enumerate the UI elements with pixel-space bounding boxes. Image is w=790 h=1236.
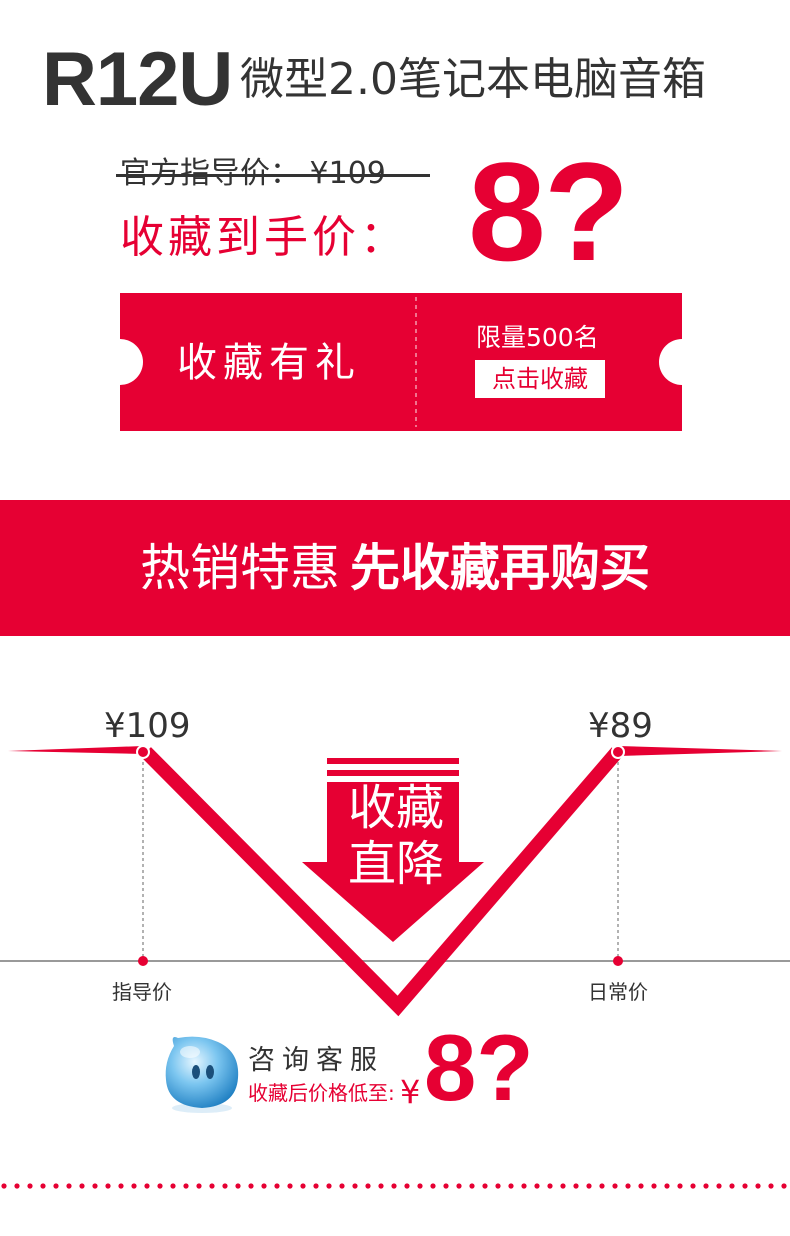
guide-price: 官方指导价： ¥109 <box>120 156 386 191</box>
divider-dot <box>573 1183 579 1189</box>
divider-dot <box>703 1183 709 1189</box>
divider-dot <box>92 1183 98 1189</box>
divider-dot <box>638 1183 644 1189</box>
chart-point-label-guide: ¥109 <box>104 706 191 746</box>
consult-subtitle: 收藏后价格低至: <box>248 1081 395 1105</box>
chart-axis-point-right <box>613 956 623 966</box>
divider-dot <box>625 1183 631 1189</box>
divider-dot <box>742 1183 748 1189</box>
divider-dot <box>560 1183 566 1189</box>
banner-text-bold: 先收藏再购买 <box>350 539 650 597</box>
consult-title[interactable]: 咨询客服 <box>248 1045 384 1076</box>
arrow-bar-1 <box>327 758 459 764</box>
divider-dot <box>586 1183 592 1189</box>
divider-dot <box>768 1183 774 1189</box>
divider-dot <box>651 1183 657 1189</box>
divider-dot <box>300 1183 306 1189</box>
divider-dot <box>677 1183 683 1189</box>
divider-dot <box>495 1183 501 1189</box>
divider-dot <box>196 1183 202 1189</box>
down-arrow <box>302 782 484 942</box>
divider-dot <box>404 1183 410 1189</box>
divider-dot <box>469 1183 475 1189</box>
divider-dot <box>27 1183 33 1189</box>
coupon-title: 收藏有礼 <box>177 340 361 386</box>
divider-dot <box>690 1183 696 1189</box>
divider-dot <box>79 1183 85 1189</box>
promo-banner: 热销特惠先收藏再购买 <box>0 500 790 636</box>
divider-dot <box>274 1183 280 1189</box>
divider-dot <box>287 1183 293 1189</box>
divider-dot <box>391 1183 397 1189</box>
divider-dot <box>40 1183 46 1189</box>
divider-dot <box>66 1183 72 1189</box>
arrow-text: 收藏 直降 <box>338 780 454 892</box>
chart-axis-label-guide: 指导价 <box>112 980 172 1004</box>
divider-dot <box>326 1183 332 1189</box>
divider-dot <box>14 1183 20 1189</box>
divider-dot <box>482 1183 488 1189</box>
divider-dot <box>235 1183 241 1189</box>
divider-dot <box>183 1183 189 1189</box>
divider-dot <box>417 1183 423 1189</box>
strikethrough-line <box>116 174 430 177</box>
divider-dot <box>729 1183 735 1189</box>
qq-penguin-icon[interactable] <box>160 1028 244 1114</box>
divider-dot <box>781 1183 787 1189</box>
divider-dot <box>365 1183 371 1189</box>
divider-dot <box>443 1183 449 1189</box>
divider-dot <box>378 1183 384 1189</box>
divider-dot <box>352 1183 358 1189</box>
chart-axis-point-left <box>138 956 148 966</box>
collect-price-label: 收藏到手价： <box>120 212 408 263</box>
banner-text: 热销特惠先收藏再购买 <box>0 500 790 636</box>
chart-axis-label-daily: 日常价 <box>588 980 648 1004</box>
divider-dot <box>599 1183 605 1189</box>
divider-dot <box>430 1183 436 1189</box>
divider-dot <box>209 1183 215 1189</box>
chart-lead-left <box>8 746 143 754</box>
collect-price-value: 8? <box>468 133 629 290</box>
divider-dot <box>716 1183 722 1189</box>
coupon-card[interactable]: 收藏有礼 限量500名 点击收藏 <box>120 293 682 431</box>
price-drop-chart <box>0 745 790 1017</box>
chart-point-guide <box>136 745 150 759</box>
divider-dot <box>664 1183 670 1189</box>
coupon-limit: 限量500名 <box>476 323 599 352</box>
divider-dot <box>521 1183 527 1189</box>
dotted-divider <box>1 1183 787 1189</box>
divider-dot <box>534 1183 540 1189</box>
divider-dot <box>131 1183 137 1189</box>
product-name: 微型2.0笔记本电脑音箱 <box>240 54 706 105</box>
chart-point-label-daily: ¥89 <box>588 706 653 746</box>
chart-lead-right <box>618 746 782 756</box>
divider-dot <box>547 1183 553 1189</box>
arrow-text-line2: 直降 <box>347 836 444 892</box>
banner-text-regular: 热销特惠 <box>140 539 340 597</box>
product-model: R12U <box>42 37 233 122</box>
divider-dot <box>1 1183 7 1189</box>
divider-dot <box>105 1183 111 1189</box>
divider-dot <box>53 1183 59 1189</box>
divider-dot <box>144 1183 150 1189</box>
consult-price: 8? <box>424 1015 534 1120</box>
chart-series-line <box>141 747 623 1017</box>
divider-dot <box>313 1183 319 1189</box>
divider-dot <box>456 1183 462 1189</box>
divider-dot <box>508 1183 514 1189</box>
divider-dot <box>755 1183 761 1189</box>
divider-dot <box>612 1183 618 1189</box>
collect-button[interactable]: 点击收藏 <box>475 360 605 398</box>
divider-dot <box>248 1183 254 1189</box>
consult-currency: ¥ <box>400 1073 421 1111</box>
divider-dot <box>339 1183 345 1189</box>
arrow-bar-2 <box>327 770 459 776</box>
divider-dot <box>118 1183 124 1189</box>
arrow-text-line1: 收藏 <box>347 780 444 836</box>
divider-dot <box>222 1183 228 1189</box>
divider-dot <box>170 1183 176 1189</box>
divider-dot <box>157 1183 163 1189</box>
chart-point-daily <box>611 745 625 759</box>
divider-dot <box>261 1183 267 1189</box>
